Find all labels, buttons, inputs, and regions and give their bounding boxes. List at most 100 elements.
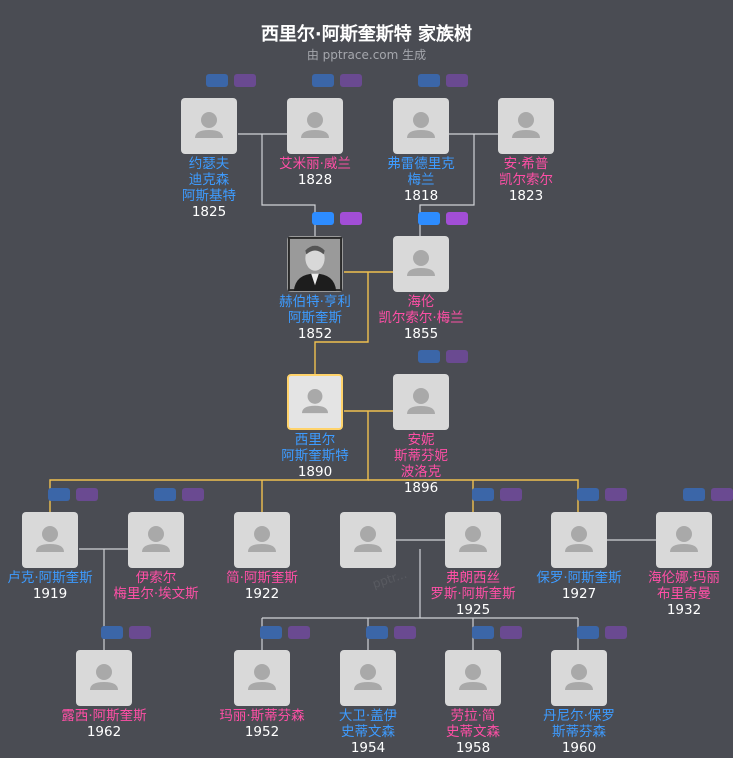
person-name[interactable]: 简·阿斯奎斯 (226, 570, 298, 586)
expand-father-button[interactable] (312, 74, 334, 87)
expand-father-button[interactable] (101, 626, 123, 639)
expand-father-button[interactable] (472, 488, 494, 501)
expand-mother-button[interactable] (446, 212, 468, 225)
person-name[interactable]: 史蒂文森 (446, 724, 500, 740)
person-silhouette-icon (459, 664, 487, 690)
expand-mother-button[interactable] (234, 74, 256, 87)
expand-mother-button[interactable] (605, 488, 627, 501)
person-name[interactable]: 弗雷德里克 (387, 156, 455, 172)
expand-mother-button[interactable] (182, 488, 204, 501)
expand-mother-button[interactable] (76, 488, 98, 501)
person-name[interactable]: 史蒂文森 (341, 724, 395, 740)
person-name[interactable]: 伊索尔 (135, 570, 177, 586)
expand-mother-button[interactable] (340, 74, 362, 87)
person-card-lucy[interactable] (76, 650, 132, 706)
expand-mother-button[interactable] (500, 488, 522, 501)
person-birth-year: 1960 (561, 740, 597, 756)
expand-father-button[interactable] (683, 488, 705, 501)
person-card-ann[interactable] (498, 98, 554, 154)
expand-mother-button[interactable] (394, 626, 416, 639)
person-name[interactable]: 丹尼尔·保罗 (543, 708, 615, 724)
person-name[interactable]: 安·希普 (503, 156, 549, 172)
person-name[interactable]: 约瑟夫 (188, 156, 230, 172)
person-silhouette-icon (90, 664, 118, 690)
person-name[interactable]: 大卫·盖伊 (338, 708, 398, 724)
person-name[interactable]: 保罗·阿斯奎斯 (536, 570, 622, 586)
person-name[interactable]: 西里尔 (294, 432, 336, 448)
expand-father-button[interactable] (472, 626, 494, 639)
expand-father-button[interactable] (418, 74, 440, 87)
person-name[interactable]: 布里奇曼 (657, 586, 711, 602)
person-name[interactable]: 波洛克 (400, 464, 442, 480)
expand-father-button[interactable] (206, 74, 228, 87)
person-card-unknown[interactable] (340, 512, 396, 568)
person-card-luke[interactable] (22, 512, 78, 568)
person-name[interactable]: 迪克森 (188, 172, 230, 188)
person-name[interactable]: 斯蒂芬妮 (394, 448, 448, 464)
person-card-cyril[interactable] (287, 374, 343, 430)
person-name[interactable]: 海伦 (407, 294, 435, 310)
person-name[interactable]: 凯尔索尔 (499, 172, 553, 188)
person-card-daniel[interactable] (551, 650, 607, 706)
expand-mother-button[interactable] (446, 350, 468, 363)
expand-father-button[interactable] (577, 626, 599, 639)
person-birth-year: 1954 (350, 740, 386, 756)
expand-mother-button[interactable] (129, 626, 151, 639)
person-silhouette-icon (354, 526, 382, 552)
person-card-herbert[interactable] (287, 236, 343, 292)
person-card-helen[interactable] (393, 236, 449, 292)
person-name[interactable]: 露西·阿斯奎斯 (61, 708, 147, 724)
expand-father-button[interactable] (48, 488, 70, 501)
expand-father-button[interactable] (418, 212, 440, 225)
expand-father-button[interactable] (154, 488, 176, 501)
person-card-frederick[interactable] (393, 98, 449, 154)
person-name[interactable]: 劳拉·简 (450, 708, 496, 724)
person-birth-year: 1958 (455, 740, 491, 756)
person-silhouette-icon (195, 112, 223, 138)
person-name[interactable]: 赫伯特·亨利 (279, 294, 351, 310)
page-title: 西里尔·阿斯奎斯特 家族树 (260, 24, 473, 45)
person-silhouette-icon (459, 526, 487, 552)
person-card-isolde[interactable] (128, 512, 184, 568)
person-card-helena[interactable] (656, 512, 712, 568)
person-name[interactable]: 艾米丽·威兰 (279, 156, 351, 172)
person-name[interactable]: 斯蒂芬森 (552, 724, 606, 740)
person-card-joseph[interactable] (181, 98, 237, 154)
expand-mother-button[interactable] (446, 74, 468, 87)
person-name[interactable]: 梅兰 (407, 172, 435, 188)
expand-father-button[interactable] (577, 488, 599, 501)
expand-mother-button[interactable] (605, 626, 627, 639)
expand-mother-button[interactable] (288, 626, 310, 639)
expand-father-button[interactable] (418, 350, 440, 363)
expand-father-button[interactable] (366, 626, 388, 639)
person-name[interactable]: 阿斯奎斯 (288, 310, 342, 326)
person-name[interactable]: 卢克·阿斯奎斯 (7, 570, 93, 586)
person-name[interactable]: 阿斯基特 (182, 188, 236, 204)
person-card-laura[interactable] (445, 650, 501, 706)
expand-father-button[interactable] (260, 626, 282, 639)
person-name[interactable]: 弗朗西丝 (446, 570, 500, 586)
person-name[interactable]: 安妮 (407, 432, 435, 448)
person-card-frances[interactable] (445, 512, 501, 568)
person-silhouette-icon (36, 526, 64, 552)
person-name[interactable]: 凯尔索尔·梅兰 (378, 310, 464, 326)
expand-father-button[interactable] (312, 212, 334, 225)
person-card-paul[interactable] (551, 512, 607, 568)
person-name[interactable]: 梅里尔·埃文斯 (113, 586, 199, 602)
person-name[interactable]: 阿斯奎斯特 (281, 448, 349, 464)
person-name[interactable]: 玛丽·斯蒂芬森 (219, 708, 305, 724)
person-card-david[interactable] (340, 650, 396, 706)
person-card-anne[interactable] (393, 374, 449, 430)
person-card-mary[interactable] (234, 650, 290, 706)
person-card-jane[interactable] (234, 512, 290, 568)
person-card-emily[interactable] (287, 98, 343, 154)
person-name[interactable]: 海伦娜·玛丽 (648, 570, 720, 586)
expand-mother-button[interactable] (340, 212, 362, 225)
expand-mother-button[interactable] (711, 488, 733, 501)
expand-mother-button[interactable] (500, 626, 522, 639)
person-name[interactable]: 罗斯·阿斯奎斯 (430, 586, 516, 602)
